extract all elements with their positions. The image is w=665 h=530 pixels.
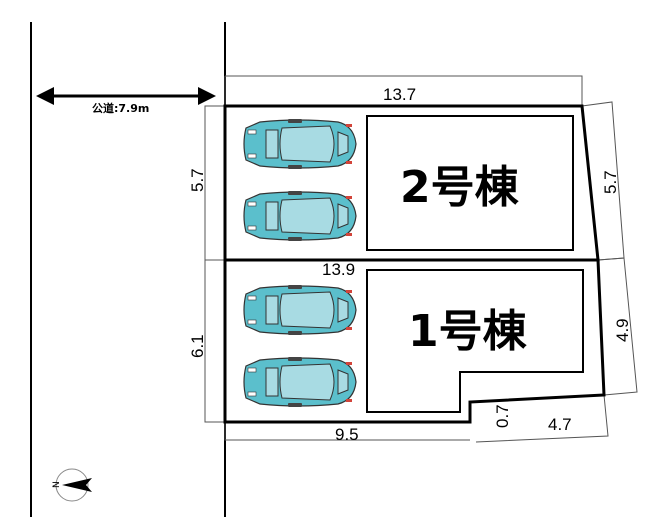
dimension-lot-1-depth-right: 4.9	[613, 318, 632, 342]
north-compass: N	[52, 468, 92, 502]
dimension-line-notch	[475, 394, 609, 443]
dimension-lot-1-bottom: 9.5	[335, 425, 359, 444]
compass-north-label: N	[52, 481, 62, 488]
dimension-line-bottom	[224, 422, 470, 441]
parking-car-4	[243, 356, 357, 408]
road-width-arrow	[36, 87, 216, 105]
dimension-line-left-upper	[204, 105, 225, 261]
dimension-lot-2-width: 13.7	[383, 85, 416, 104]
dimension-lot-1-depth-left: 6.1	[188, 334, 207, 358]
dimension-notch-depth: 0.7	[493, 404, 512, 428]
dimension-line-top	[225, 75, 583, 106]
building-1-footprint	[366, 269, 584, 413]
dimension-line-right-lower	[597, 257, 638, 396]
lot-1-boundary	[223, 258, 606, 424]
dimension-notch-width: 4.7	[548, 415, 572, 434]
road-width-label: 公道:7.9m	[92, 101, 149, 115]
dimension-line-left-lower	[204, 260, 225, 423]
dimension-lot-2-depth-right: 5.7	[601, 170, 620, 194]
building-1-label: 1号棟	[408, 306, 528, 357]
dimension-lot-2-depth-left: 5.7	[188, 168, 207, 192]
building-2-footprint	[366, 115, 574, 251]
parking-car-2	[243, 190, 357, 242]
building-2-label: 2号棟	[400, 162, 520, 213]
parking-car-3	[243, 284, 357, 336]
parking-car-1	[243, 118, 357, 170]
dimension-lot-1-width: 13.9	[322, 260, 355, 279]
